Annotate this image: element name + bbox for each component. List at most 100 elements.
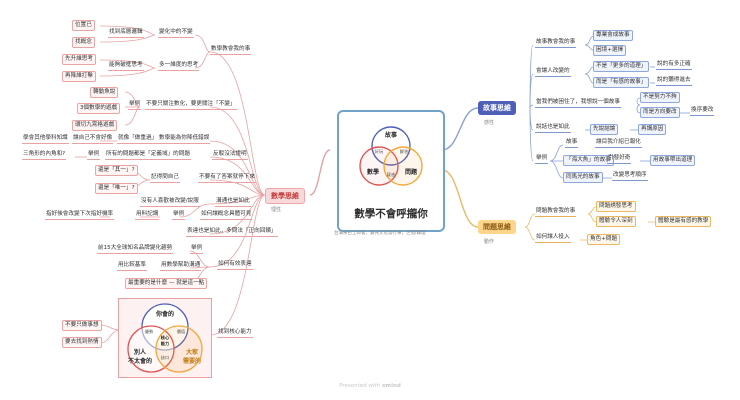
math-b5[interactable]: 不要有了答案就停下來 [198, 174, 256, 183]
math-b8[interactable]: 如何有效表達 [217, 261, 253, 270]
math-b3-mid[interactable]: 就像「做重過」 [117, 135, 159, 144]
core-venn-you-can: 你會的 [155, 311, 174, 318]
math-b1-g2-child[interactable]: 能夠破框思考 [108, 62, 144, 71]
math-b2-leaf-2[interactable]: 3個數學的遊戲 [77, 103, 121, 114]
story-b2-item-2-leaf[interactable]: 說的聽得進去 [656, 77, 692, 86]
math-b1-g2-leaf-2[interactable]: 再降維打擊 [62, 71, 96, 82]
central-topic[interactable]: 故事 數學 問題 好玩 解答 疑惑 數學不會呼攏你 [337, 110, 445, 232]
story-b5-item-2-leaf[interactable]: 引發好奇 [607, 155, 632, 164]
math-b4-leaf[interactable]: 三角形的內角和? [22, 151, 67, 160]
problem-b1[interactable]: 問題教會我的事 [535, 208, 577, 217]
story-b5-item-2-leaf-2[interactable]: 用故事帶出道理 [650, 155, 696, 166]
math-b9[interactable]: 找到核心能力 [217, 329, 253, 338]
story-b1-leaf-1[interactable]: 專業會成故事 [593, 30, 633, 41]
story-circle [371, 126, 411, 166]
math-b5-leaf-2[interactable]: 還是「唯一」? [95, 183, 138, 194]
story-b2-item-1[interactable]: 不是「更多的道理」 [593, 61, 650, 72]
center-subtitle: 台灣米巴士師會，賣光文化發行事，世旭/聯理 [334, 231, 426, 236]
math-b9-leaf-2[interactable]: 要去找到熱情 [62, 337, 102, 348]
math-b1-g1-leaf-2[interactable]: 找概念 [72, 37, 95, 48]
footer-brand: xmind [381, 383, 401, 389]
math-b6-leaf[interactable]: 用料記講 [135, 211, 160, 220]
center-venn-ab: 好玩 [374, 149, 384, 154]
math-b4[interactable]: 反駁沒法證明 [212, 151, 248, 160]
story-b5-item-3-leaf[interactable]: 改變思考順序 [612, 172, 648, 181]
story-b1[interactable]: 故事教會我的事 [535, 39, 577, 48]
math-b1-g1-leaf-1[interactable]: 位置已 [72, 20, 95, 31]
story-b2[interactable]: 會讓人改變的 [535, 68, 571, 77]
math-thinking-topic[interactable]: 數學思維 [265, 188, 305, 204]
story-b5-item-3[interactable]: 同馬光的故事 [563, 172, 603, 183]
core-venn-ab: 優勢 [144, 329, 154, 334]
story-b2-item-1-leaf[interactable]: 說的有多正確 [656, 61, 692, 70]
core-venn-bc: 缺口 [160, 355, 170, 360]
center-venn-story: 故事 [384, 132, 397, 139]
problem-b1-leaf-2[interactable]: 體驗令人深刻 [596, 216, 636, 227]
problem-b1-leaf-1[interactable]: 問題誘發思考 [596, 201, 636, 212]
math-b6-leaf-2[interactable]: 指好後會改變下次指好機率 [45, 211, 115, 220]
story-b3[interactable]: 當我們被困住了，我想說一個故事 [535, 99, 621, 108]
math-b8-item-2[interactable]: 用數學幫助溝通 [160, 262, 202, 271]
story-b5-item-1-leaf[interactable]: 讓目我介紹已報化 [595, 139, 642, 148]
core-venn-everyone-needs: 大家 需要的 [182, 349, 201, 365]
core-venn-others-cant: 別人 不太會的 [127, 349, 152, 365]
center-venn-bc: 疑惑 [386, 172, 396, 177]
story-b5-item-2[interactable]: 「海大魚」的故事 [563, 155, 614, 166]
center-venn-diagram [359, 126, 423, 186]
story-b5-item-1[interactable]: 故事 [565, 139, 579, 148]
problem-circle [383, 146, 423, 186]
story-b4-mid[interactable]: 先說結論 [590, 124, 619, 135]
math-b9-leaf-1[interactable]: 不要只做事想 [62, 320, 102, 331]
math-b3-leaf-2[interactable]: 讓自己不會好像 [72, 135, 114, 144]
story-b4-leaf[interactable]: 再講原因 [638, 124, 667, 135]
math-b4-left[interactable]: 舉例 [87, 151, 101, 160]
core-ability-venn: 你會的 別人 不太會的 大家 需要的 核心 能力 優勢 價值 缺口 [118, 298, 212, 378]
math-b7[interactable]: 表達也是如此，多問法「正向回饋」 [186, 228, 278, 237]
math-b2-mid[interactable]: 舉例 [128, 101, 142, 110]
math-b1-g1-child[interactable]: 找到底層邏輯 [108, 29, 144, 38]
footer-prefix: Presented with [339, 383, 382, 389]
math-b1-g1[interactable]: 變化中的不變 [158, 29, 194, 38]
story-b3-leaf-2[interactable]: 而是方向要改 [640, 107, 680, 118]
core-venn-ac: 價值 [176, 329, 186, 334]
math-b6[interactable]: 溝通也是如此 [215, 198, 251, 207]
math-b5-mid[interactable]: 記得問自己 [150, 174, 180, 183]
problem-b1-leaf[interactable]: 體驗是最有感的教學 [655, 216, 712, 227]
center-venn-ac: 解答 [399, 149, 409, 154]
math-b8-item-1[interactable]: 舉例 [190, 245, 204, 254]
story-b1-leaf-2[interactable]: 困境+選擇 [593, 45, 627, 56]
math-b6-mid[interactable]: 沒有人喜歡被改變/說服 [140, 198, 200, 207]
math-b2-leaf-1[interactable]: 轉動魚說 [90, 87, 119, 98]
math-b8-item-3-leaf[interactable]: 最重要的是什麼 — 就是這一點 [125, 278, 208, 289]
story-b3-leaf-1[interactable]: 不是努力不夠 [640, 92, 680, 103]
math-b1-g2-leaf-1[interactable]: 先升維思考 [62, 54, 96, 65]
math-b3-leaf[interactable]: 學會其他學科知識 [22, 135, 69, 144]
story-b3-leaf[interactable]: 換序要改 [690, 107, 715, 116]
math-b2[interactable]: 不要只關注數化，要更關注「不變」 [145, 101, 237, 110]
core-venn-center: 核心 能力 [160, 335, 170, 346]
math-b2-leaf-3[interactable]: 環切九霄格遊戲 [72, 120, 118, 131]
story-b4[interactable]: 說話也是如此 [535, 124, 571, 133]
story-b5[interactable]: 舉例 [535, 155, 549, 164]
math-b8-item-2-leaf[interactable]: 用比較基準 [117, 262, 147, 271]
math-b1-g2[interactable]: 多一維度的思考 [158, 62, 200, 71]
center-venn-problem: 問題 [404, 169, 417, 176]
problem-b2[interactable]: 如何讓人投入 [535, 234, 571, 243]
problem-tag: 動作 [484, 239, 495, 245]
story-tag: 感性 [484, 120, 495, 126]
math-b4-mid[interactable]: 所有的問題都是「定義域」的問題 [105, 151, 191, 160]
problem-thinking-topic[interactable]: 問題思維 [478, 220, 516, 234]
math-b3[interactable]: 數學能為你降低錯誤 [158, 135, 211, 144]
center-title: 數學不會呼攏你 [354, 208, 428, 220]
center-venn-math: 數學 [366, 169, 379, 176]
story-b2-item-2[interactable]: 而是「有感的故事」 [593, 77, 650, 88]
math-b8-item-1-leaf[interactable]: 前15大全球知名品牌變化趨勢 [97, 245, 174, 254]
math-b6-mid2[interactable]: 舉例 [172, 211, 186, 220]
math-b1[interactable]: 數學教會我的事 [210, 46, 252, 55]
story-thinking-topic[interactable]: 故事思維 [478, 101, 516, 115]
footer-presented-with: Presented with xmind [0, 383, 740, 389]
math-b5-leaf-1[interactable]: 還是「其一」? [95, 165, 138, 176]
math-b6-sub[interactable]: 如何讓概念具體可見 [200, 211, 253, 220]
problem-b2-leaf[interactable]: 角色+問題 [587, 234, 621, 245]
